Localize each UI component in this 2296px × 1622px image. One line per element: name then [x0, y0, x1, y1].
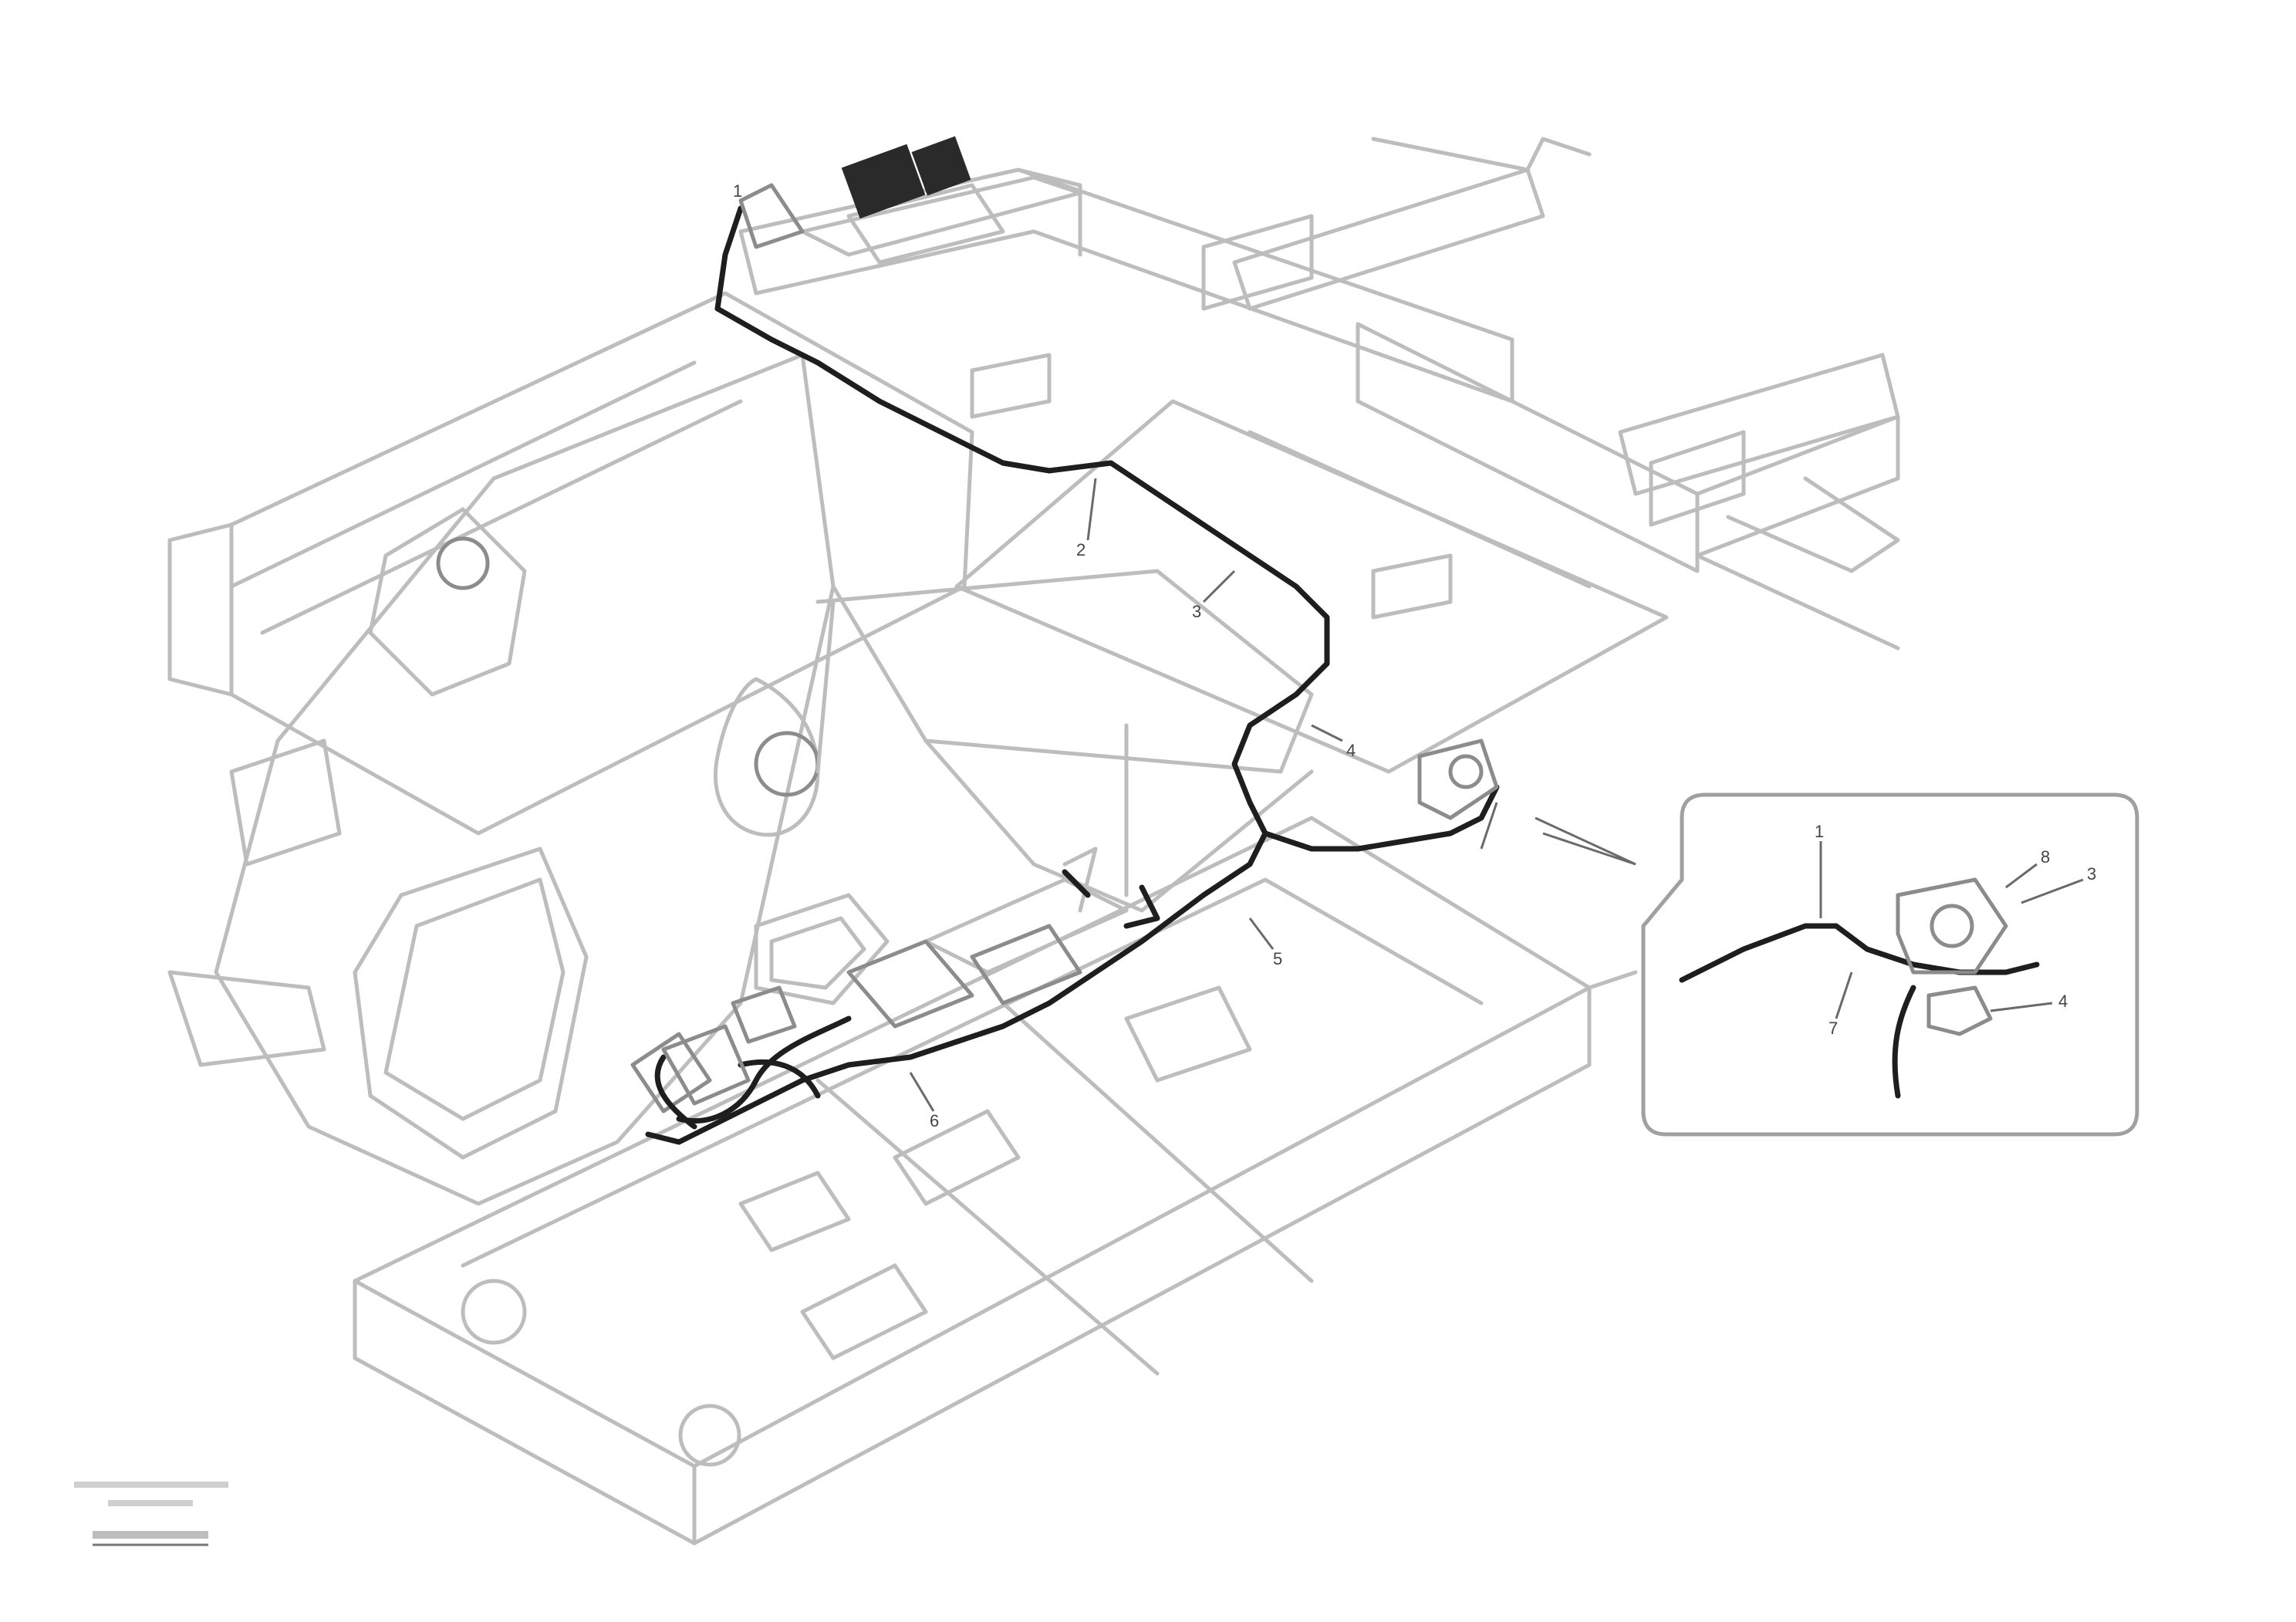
connector-details	[661, 136, 1499, 1106]
main-frame	[167, 137, 1900, 836]
tag-bar-1	[74, 1482, 228, 1488]
boom-structure	[167, 353, 1314, 1206]
inset-callout-1: 1	[1815, 822, 1824, 841]
callout-5: 5	[1273, 949, 1282, 968]
callout-6: 6	[930, 1111, 939, 1130]
callout-1: 1	[733, 181, 742, 201]
callout-4: 4	[1346, 741, 1356, 760]
upper-panels	[846, 183, 1746, 620]
tag-bar-2	[108, 1500, 193, 1506]
callout-labels: 1 2 3 4 5 6 1 7 8 3 4	[733, 181, 2096, 1130]
drawing-tag	[74, 1482, 228, 1546]
inset-callout-7: 7	[1828, 1019, 1838, 1038]
tag-bar-3	[93, 1531, 208, 1539]
wiring-harness	[645, 205, 1500, 1145]
main-callouts	[909, 478, 1636, 1112]
detail-inset	[1542, 792, 2139, 1137]
callout-3: 3	[1192, 602, 1201, 621]
lower-chassis	[353, 816, 1638, 1546]
inset-callout-8: 8	[2041, 847, 2050, 867]
callout-2: 2	[1076, 540, 1086, 559]
inset-callout-3: 3	[2087, 864, 2096, 884]
inset-callout-4: 4	[2058, 992, 2068, 1011]
cab-components	[630, 846, 1098, 1113]
